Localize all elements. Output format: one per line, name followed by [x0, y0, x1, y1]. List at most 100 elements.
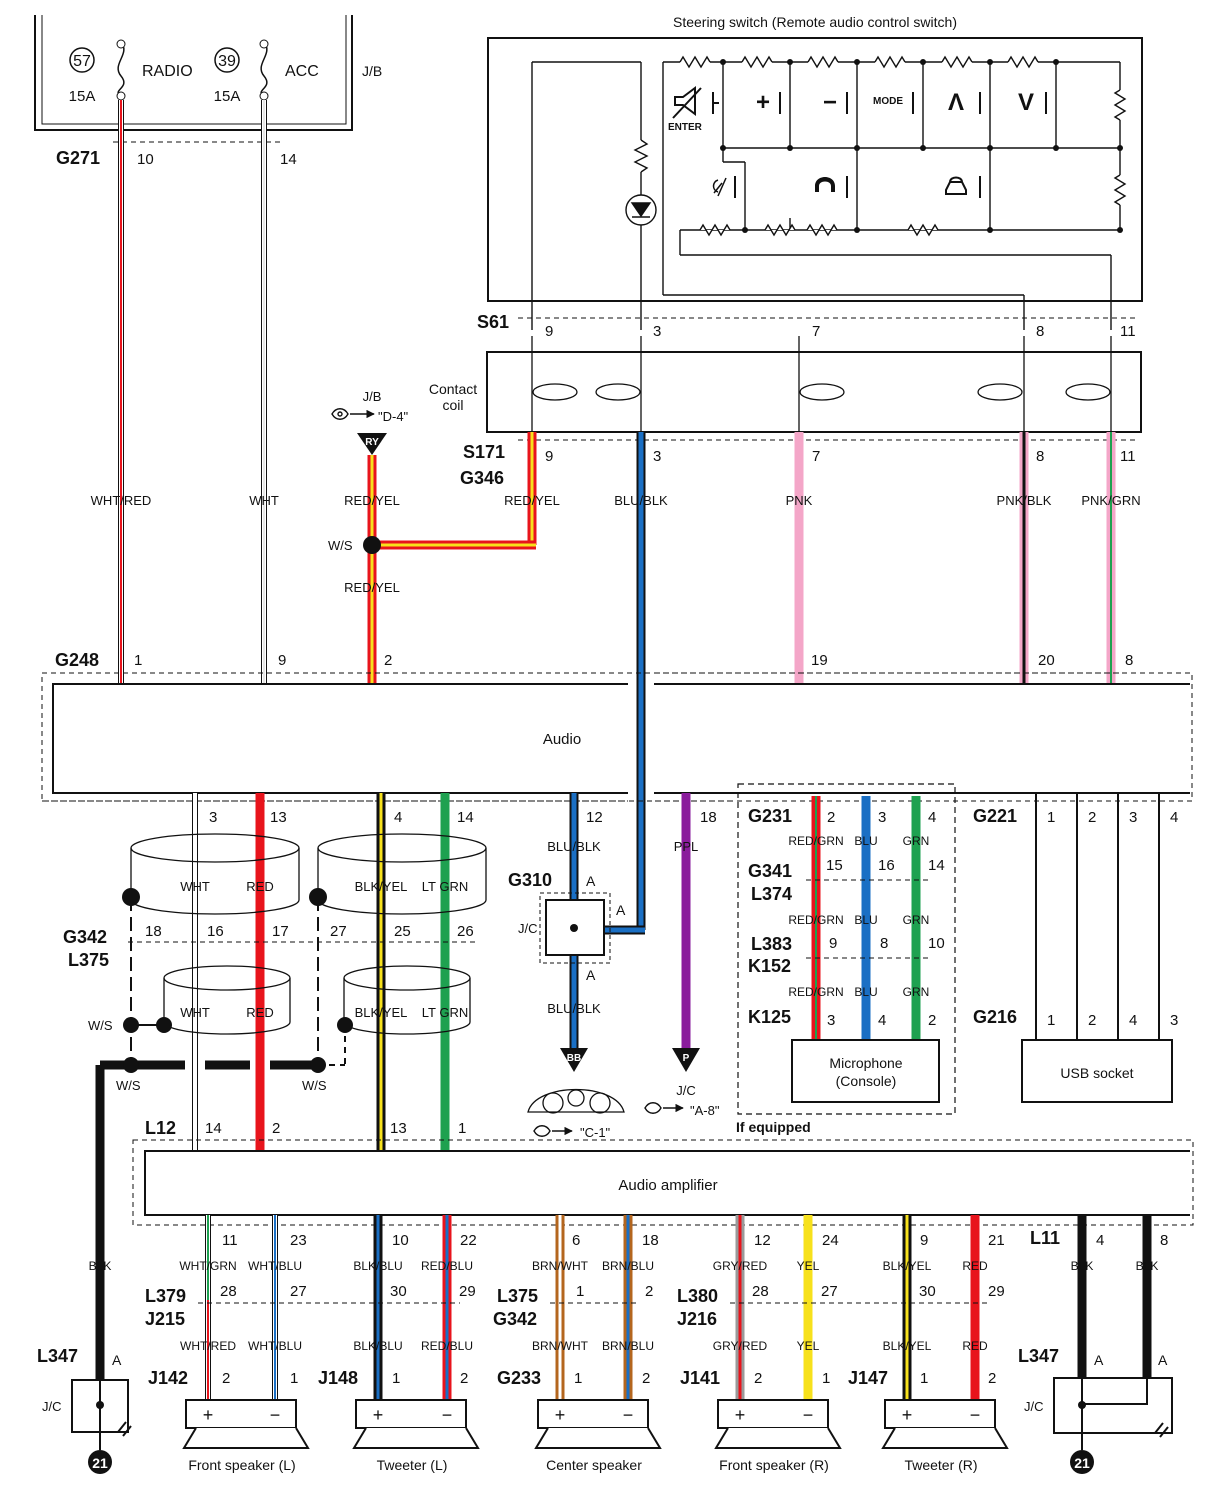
svg-text:Front speaker (R): Front speaker (R) [719, 1457, 829, 1473]
pin-g271-10: 10 [137, 151, 154, 168]
left-bundle-wires [192, 793, 450, 1150]
mic-conn-dashes [806, 879, 930, 959]
label-red-yel-3: RED/YEL [504, 493, 560, 508]
svg-text:Tweeter (L): Tweeter (L) [377, 1457, 448, 1473]
microphone-label-2: (Console) [836, 1073, 897, 1089]
svg-text:2: 2 [645, 1283, 653, 1300]
j147-label: J147 [848, 1368, 888, 1388]
svg-text:2: 2 [272, 1120, 280, 1137]
l347-right-jc [1053, 1377, 1173, 1434]
p-marker [672, 1048, 700, 1072]
d4-ref-label: "D-4" [378, 409, 409, 424]
label-pnk-blk: PNK/BLK [997, 493, 1052, 508]
shield-drain-wires [95, 897, 346, 1380]
usb-socket-box [1021, 1039, 1173, 1103]
contact-coil-label-1: Contact [429, 381, 477, 397]
svg-text:2: 2 [827, 809, 835, 826]
pin-g271-14: 14 [280, 151, 297, 168]
phone-on-icon [945, 176, 967, 195]
svg-text:30: 30 [390, 1283, 407, 1300]
speaker-tweeter-r: +− [881, 1399, 1009, 1449]
svg-text:27: 27 [290, 1283, 307, 1300]
svg-text:12: 12 [586, 809, 603, 826]
k152-label: K152 [748, 956, 791, 976]
svg-text:8: 8 [880, 935, 888, 952]
svg-text:BLU: BLU [854, 834, 877, 848]
l347-left-label: L347 [37, 1346, 78, 1366]
fuse-57-number: 57 [73, 53, 91, 70]
svg-text:26: 26 [457, 923, 474, 940]
g216-label: G216 [973, 1007, 1017, 1027]
fuse-39-name: ACC [285, 63, 319, 80]
svg-text:7: 7 [812, 448, 820, 465]
svg-text:GRN: GRN [903, 834, 930, 848]
label-blu-blk-2: BLU/BLK [547, 839, 601, 854]
l380-label: L380 [677, 1286, 718, 1306]
j148-label: J148 [318, 1368, 358, 1388]
label-pnk: PNK [786, 493, 813, 508]
svg-text:12: 12 [754, 1232, 771, 1249]
l383-label: L383 [751, 934, 792, 954]
wire-red-yel-ws [367, 455, 536, 685]
svg-text:18: 18 [642, 1232, 659, 1249]
fuse-39-number: 39 [218, 53, 236, 70]
c1-ref-label: "C-1" [580, 1125, 611, 1140]
ground-21-right-label: 21 [1074, 1455, 1090, 1471]
speaker-conn-labels: J142 J148 G233 J141 J147 [148, 1368, 888, 1388]
label-red-b2: RED [246, 1005, 273, 1020]
svg-text:3: 3 [878, 809, 886, 826]
shield-ellipses [130, 833, 487, 1035]
svg-text:15: 15 [826, 857, 843, 874]
svg-text:4: 4 [878, 1012, 886, 1029]
svg-text:BLK/YEL: BLK/YEL [883, 1259, 932, 1273]
svg-text:BLU: BLU [854, 985, 877, 999]
svg-text:1: 1 [458, 1120, 466, 1137]
l347-left-pin: A [112, 1352, 122, 1368]
svg-text:29: 29 [988, 1283, 1005, 1300]
svg-text:3: 3 [653, 448, 661, 465]
svg-text:Front speaker (L): Front speaker (L) [188, 1457, 295, 1473]
eye-icon-a8 [644, 1103, 683, 1114]
shield-splice-dots [122, 888, 353, 1073]
svg-text:−: − [270, 1405, 281, 1425]
j215-label: J215 [145, 1309, 185, 1329]
bb-marker [560, 1048, 588, 1072]
label-wht-b2: WHT [180, 1005, 210, 1020]
svg-text:8: 8 [1125, 652, 1133, 669]
mute-icon [672, 86, 702, 119]
svg-text:WHT/GRN: WHT/GRN [179, 1259, 236, 1273]
svg-text:BRN/WHT: BRN/WHT [532, 1339, 589, 1353]
svg-text:21: 21 [988, 1232, 1005, 1249]
ws-label-left-2: W/S [116, 1078, 141, 1093]
svg-text:18: 18 [700, 809, 717, 826]
s171-label: S171 [463, 442, 505, 462]
svg-text:−: − [803, 1405, 814, 1425]
fuse-57-name: RADIO [142, 63, 193, 80]
svg-text:11: 11 [1120, 448, 1136, 465]
label-blk-yel-b2: BLK/YEL [355, 1005, 408, 1020]
svg-text:14: 14 [457, 809, 474, 826]
audio-unit: Audio [41, 672, 1193, 802]
svg-text:RED/BLU: RED/BLU [421, 1259, 473, 1273]
svg-text:2: 2 [1088, 809, 1096, 826]
phone-off-icon [815, 177, 835, 192]
svg-text:GRY/RED: GRY/RED [713, 1339, 768, 1353]
voice-icon [712, 177, 727, 197]
svg-text:9: 9 [545, 323, 553, 340]
svg-text:10: 10 [392, 1232, 409, 1249]
g310-label: G310 [508, 870, 552, 890]
svg-text:+: + [735, 1405, 746, 1425]
svg-text:13: 13 [390, 1120, 407, 1137]
svg-text:11: 11 [222, 1232, 238, 1249]
if-equipped-box [737, 783, 956, 1115]
svg-text:14: 14 [205, 1120, 222, 1137]
svg-text:2: 2 [988, 1370, 996, 1387]
pin-l11-8: 8 [1160, 1232, 1168, 1249]
svg-text:3: 3 [827, 1012, 835, 1029]
mic-wires [811, 796, 921, 1040]
